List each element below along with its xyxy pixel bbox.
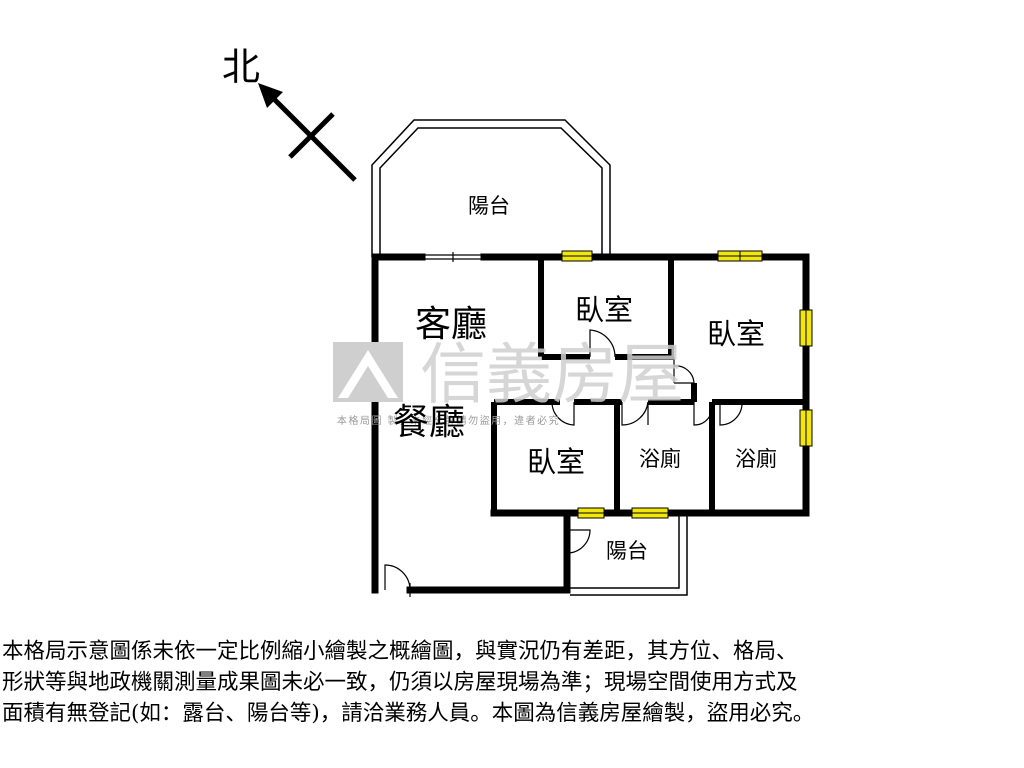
room-label-bath-right: 浴廁 [735, 447, 777, 471]
room-label-bedroom-top: 臥室 [575, 293, 633, 327]
room-label-bath-left: 浴廁 [639, 447, 681, 471]
room-label-bedroom-right: 臥室 [707, 317, 765, 351]
balcony-bottom-outline [570, 515, 688, 596]
sliding-door [422, 252, 484, 262]
compass-label: 北 [222, 45, 260, 89]
disclaimer-line-2: 形狀等與地政機關測量成果圖未必一致，仍須以房屋現場為準；現場空間使用方式及 [2, 670, 798, 695]
watermark: 信義房屋 本格局圖 製，未經允許請勿盜用，違者必究 [333, 336, 684, 427]
north-arrow-icon [258, 83, 357, 182]
door-swings [384, 329, 743, 597]
balcony-top-outline [371, 119, 611, 257]
windows [561, 250, 813, 519]
disclaimer-text: 本格局示意圖係未依一定比例縮小繪製之概繪圖，與實況仍有差距，其方位、格局、 形狀… [2, 636, 1022, 729]
room-label-dining: 餐廳 [393, 402, 465, 443]
disclaimer-line-3: 面積有無登記(如：露台、陽台等)，請洽業務人員。本圖為信義房屋繪製，盜用必究。 [2, 701, 815, 726]
floor-plan: 北 [222, 45, 813, 597]
brand-logo-icon [333, 342, 403, 402]
disclaimer-line-1: 本格局示意圖係未依一定比例縮小繪製之概繪圖，與實況仍有差距，其方位、格局、 [2, 639, 798, 664]
room-label-balcony-top: 陽台 [468, 194, 510, 218]
watermark-note: 本格局圖 製，未經允許請勿盜用，違者必究 [337, 414, 560, 427]
room-label-balcony-bottom: 陽台 [606, 539, 648, 563]
room-label-living: 客廳 [415, 304, 487, 345]
interior-walls [491, 257, 806, 513]
room-label-bedroom-bottom: 臥室 [527, 445, 585, 479]
watermark-brand: 信義房屋 [420, 336, 684, 413]
